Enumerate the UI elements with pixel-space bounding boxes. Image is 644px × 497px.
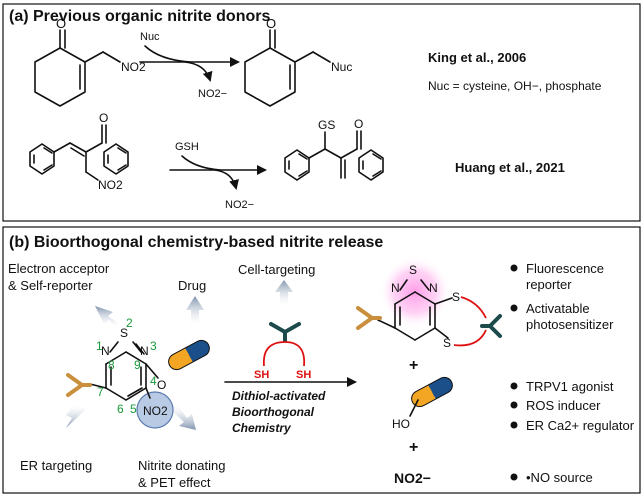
label-nitrite-donating: Nitrite donating — [138, 458, 225, 473]
svg-text:N: N — [429, 281, 438, 295]
svg-text:N: N — [391, 281, 400, 295]
nitrite-product: NO2− — [394, 470, 431, 486]
arrow-cell-targeting — [275, 280, 293, 306]
label-er-targeting: ER targeting — [20, 458, 92, 473]
row2-gs-product: GS — [318, 118, 335, 132]
svg-text:O: O — [354, 117, 363, 131]
ho-label: HO — [392, 417, 410, 431]
drug-capsule — [168, 339, 210, 371]
dithiol-reagent: SH SH — [254, 322, 311, 381]
svg-text:O: O — [266, 16, 276, 31]
fluorescent-product: N N S S S — [377, 263, 487, 350]
svg-text:6: 6 — [117, 402, 124, 416]
row2-product: GS O — [284, 117, 384, 181]
outcome-ros: ROS inducer — [526, 398, 601, 413]
svg-text:S: S — [409, 263, 417, 277]
svg-text:2: 2 — [126, 316, 133, 330]
dithiol-label-3: Chemistry — [232, 421, 292, 435]
row1-no2: NO2 — [121, 60, 146, 74]
svg-text:S: S — [452, 290, 460, 304]
svg-text:N: N — [140, 344, 149, 358]
nuc-note: Nuc = cysteine, OH−, phosphate — [428, 79, 602, 93]
label-cell-targeting: Cell-targeting — [238, 262, 315, 277]
plus-2: + — [409, 439, 418, 456]
svg-text:9: 9 — [134, 358, 141, 372]
row1-reagent: Nuc — [140, 31, 160, 43]
panel-b-frame — [2, 226, 641, 494]
ref-huang: Huang et al., 2021 — [455, 160, 565, 175]
er-targeting-group — [66, 373, 92, 397]
outcome-trpv1: TRPV1 agonist — [526, 379, 614, 394]
row1-product: O Nuc — [244, 16, 352, 107]
svg-text:1: 1 — [96, 339, 103, 353]
panel-a-frame — [2, 3, 641, 222]
label-drug: Drug — [178, 278, 206, 293]
label-electron-acceptor: Electron acceptor — [8, 261, 110, 276]
plus-1: + — [409, 357, 418, 374]
row1-nitrite: NO2− — [198, 88, 227, 100]
row2-reactant: O NO2 — [29, 111, 129, 192]
svg-text:O: O — [56, 16, 66, 31]
svg-text:SH: SH — [296, 369, 311, 381]
svg-text:8: 8 — [108, 358, 115, 372]
svg-text:3: 3 — [150, 339, 157, 353]
bioorthogonal-donor: N N S O 1 2 3 4 5 6 7 8 9 — [89, 316, 166, 416]
arrow-er-targeting — [66, 404, 86, 428]
row2-reagent: GSH — [175, 141, 199, 153]
arrow-electron-acceptor — [95, 306, 118, 328]
svg-text:4: 4 — [150, 374, 157, 388]
dithiol-label-2: Bioorthogonal — [232, 405, 315, 419]
panel-b-title: (b) Bioorthogonal chemistry-based nitrit… — [9, 234, 383, 251]
svg-text:5: 5 — [130, 402, 137, 416]
svg-text:S: S — [443, 336, 451, 350]
label-self-reporter: & Self-reporter — [8, 278, 93, 293]
arrow-nitrite — [170, 403, 196, 430]
svg-text:S: S — [120, 326, 128, 340]
svg-text:O: O — [99, 111, 108, 125]
outcome-no-source: •NO source — [526, 470, 593, 485]
row2-no2: NO2 — [98, 178, 123, 192]
svg-text:7: 7 — [97, 385, 104, 399]
ref-king: King et al., 2006 — [428, 50, 526, 65]
released-drug — [411, 376, 453, 408]
svg-text:SH: SH — [254, 369, 269, 381]
label-pet-effect: & PET effect — [138, 475, 211, 490]
outcome-er-ca: ER Ca2+ regulator — [526, 418, 635, 433]
product-cell-targeting-group — [480, 314, 502, 338]
no2-group: NO2 — [143, 404, 168, 418]
row2-nitrite: NO2− — [225, 199, 254, 211]
svg-text:N: N — [101, 344, 110, 358]
row1-reactant: O NO2 — [34, 16, 146, 107]
no2-highlight — [136, 391, 174, 429]
row1-nuc-product: Nuc — [331, 60, 352, 74]
arrow-drug — [186, 296, 204, 326]
panel-a-title: (a) Previous organic nitrite donors — [9, 8, 270, 25]
product-er-targeting-group — [356, 306, 382, 330]
svg-text:O: O — [157, 378, 166, 392]
dithiol-label-1: Dithiol-activated — [232, 389, 326, 403]
